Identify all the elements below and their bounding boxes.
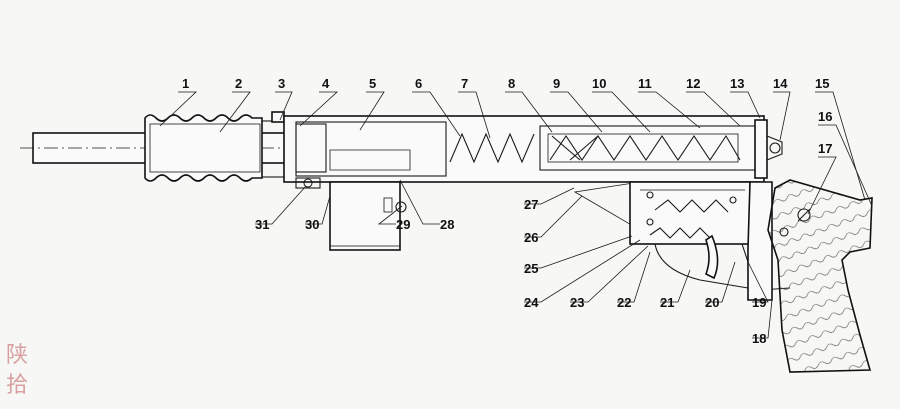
- trigger-housing: [573, 181, 791, 291]
- label-26: 26: [524, 230, 538, 245]
- part-number-labels: 1 2 3 4 5 6 7 8 9 10 11 12 13 14 15 16 1…: [182, 76, 832, 346]
- seal-char-1: 陕: [6, 343, 28, 368]
- rear-frame: [747, 181, 773, 301]
- label-28: 28: [440, 217, 454, 232]
- label-4: 4: [322, 76, 330, 91]
- label-23: 23: [570, 295, 584, 310]
- label-13: 13: [730, 76, 744, 91]
- label-12: 12: [686, 76, 700, 91]
- label-6: 6: [415, 76, 422, 91]
- label-19: 19: [752, 295, 766, 310]
- label-20: 20: [705, 295, 719, 310]
- label-25: 25: [524, 261, 538, 276]
- label-14: 14: [773, 76, 788, 91]
- label-2: 2: [235, 76, 242, 91]
- label-9: 9: [553, 76, 560, 91]
- receiver: [283, 115, 783, 183]
- label-15: 15: [815, 76, 829, 91]
- leader-lines: [159, 91, 873, 339]
- label-31: 31: [255, 217, 269, 232]
- label-11: 11: [638, 76, 652, 91]
- label-10: 10: [592, 76, 606, 91]
- label-22: 22: [617, 295, 631, 310]
- label-24: 24: [524, 295, 539, 310]
- label-17: 17: [818, 141, 832, 156]
- label-29: 29: [396, 217, 410, 232]
- label-8: 8: [508, 76, 515, 91]
- label-1: 1: [182, 76, 189, 91]
- label-27: 27: [524, 197, 538, 212]
- label-18: 18: [752, 331, 766, 346]
- label-5: 5: [369, 76, 376, 91]
- label-30: 30: [305, 217, 319, 232]
- watermark-seal: 陕 拾: [6, 343, 28, 398]
- magazine: [295, 177, 407, 251]
- label-7: 7: [461, 76, 468, 91]
- seal-char-2: 拾: [6, 373, 28, 398]
- label-3: 3: [278, 76, 285, 91]
- grip: [767, 179, 873, 373]
- label-21: 21: [660, 295, 674, 310]
- label-16: 16: [818, 109, 832, 124]
